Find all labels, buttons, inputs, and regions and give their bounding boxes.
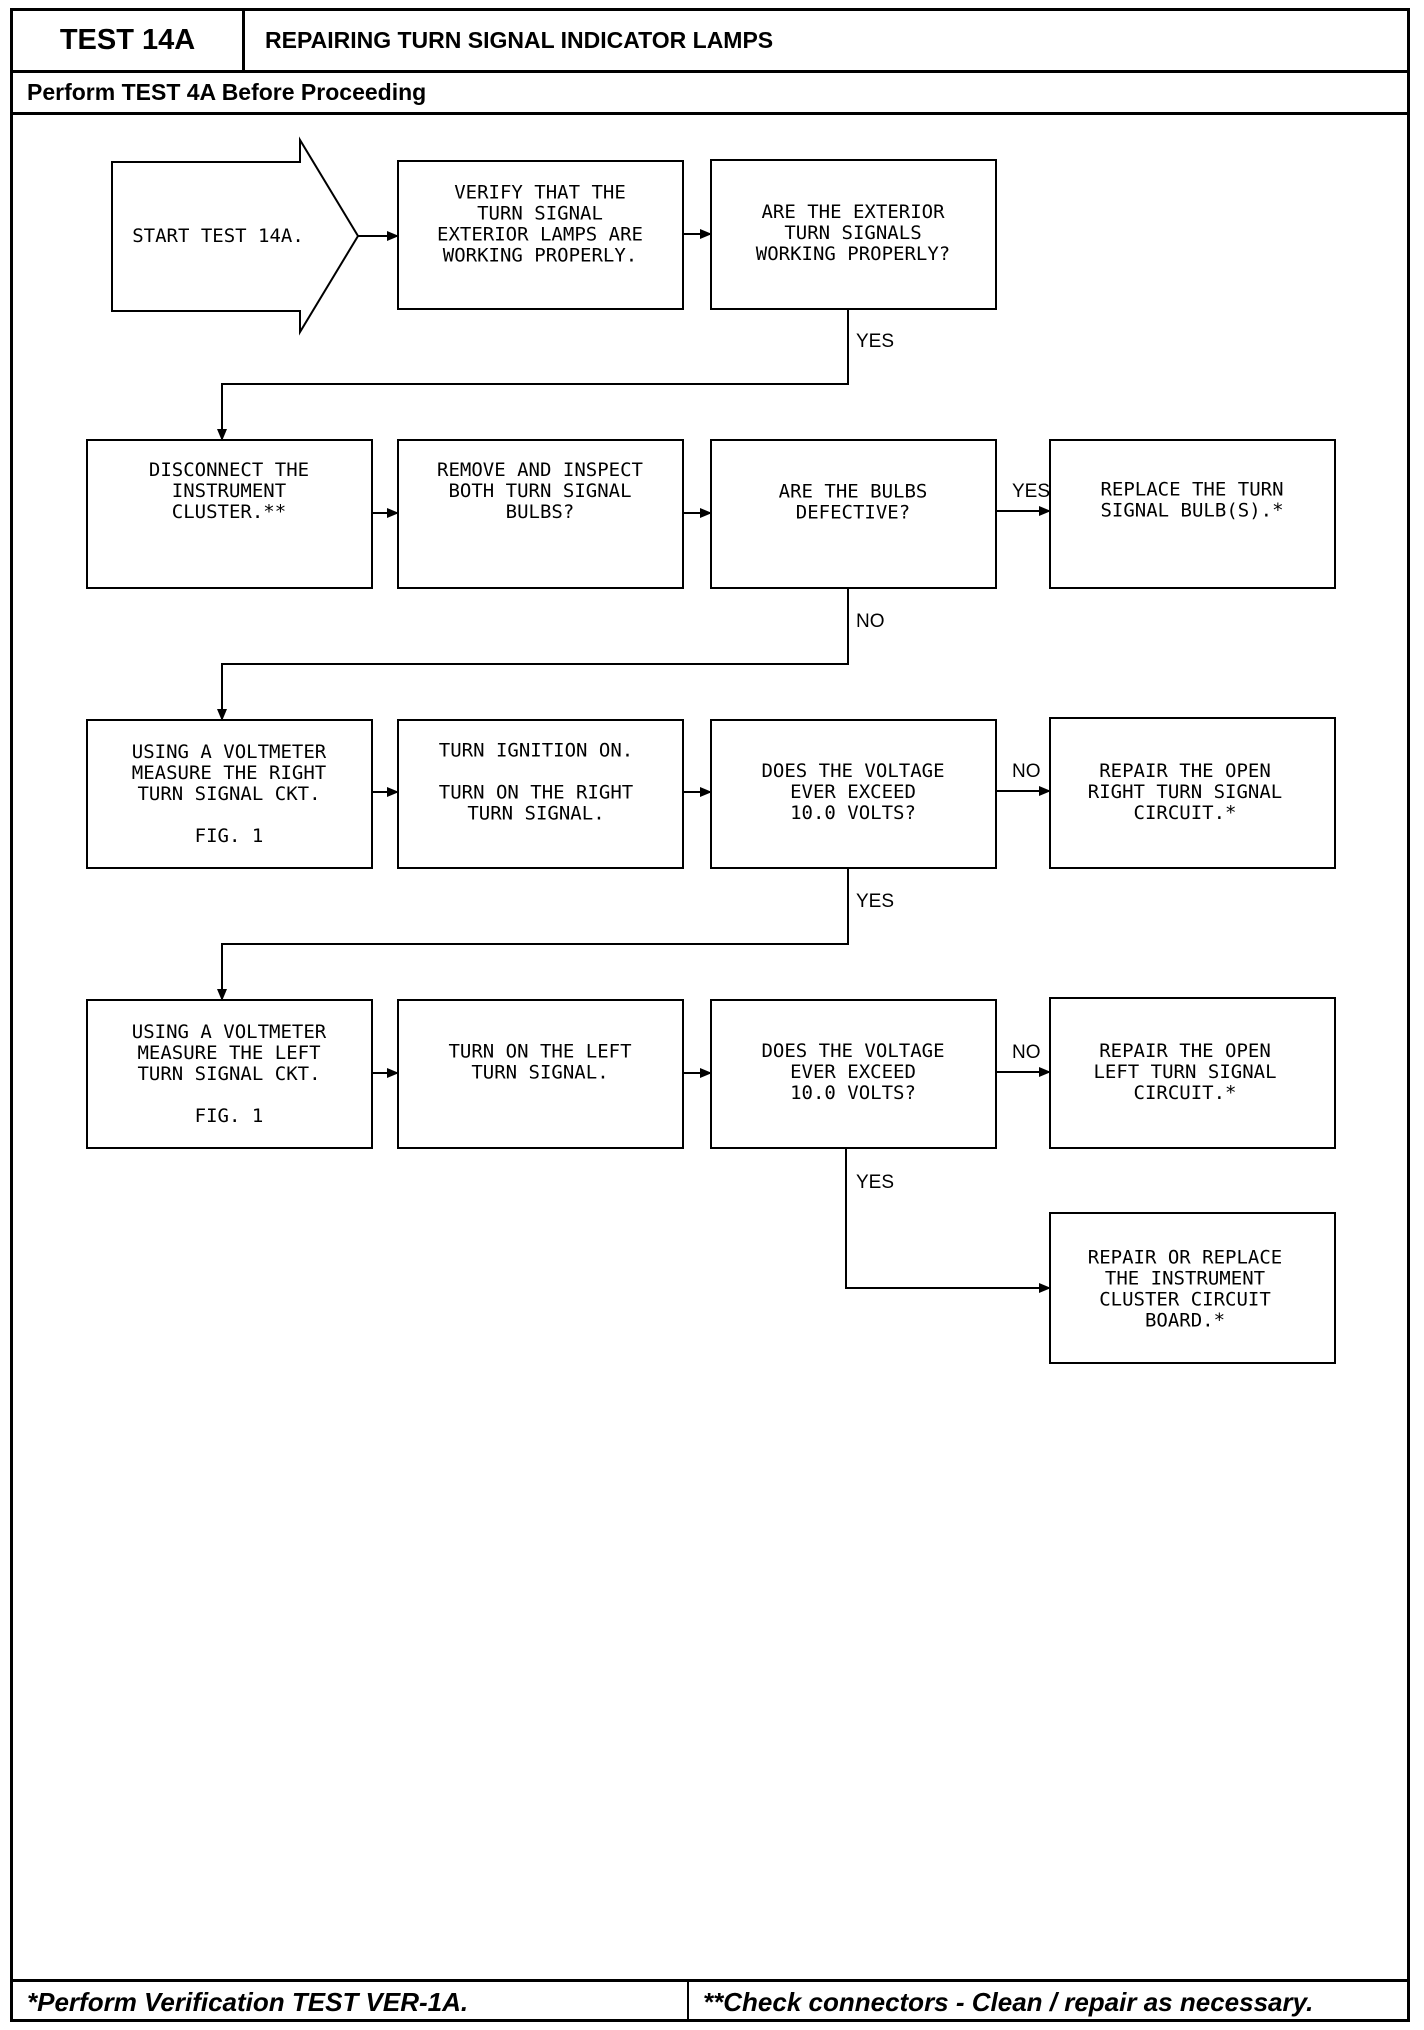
- box-text-line: REPAIR THE OPEN: [1099, 1040, 1271, 1062]
- box-measure-right: [86, 719, 373, 869]
- box-text-line: BOARD.*: [1145, 1310, 1225, 1332]
- prerequisite-row: Perform TEST 4A Before Proceeding: [13, 73, 1407, 115]
- start-shape: [111, 136, 360, 336]
- edge-ask-voltage-right-yes: [217, 868, 849, 1001]
- box-text-line: DOES THE VOLTAGE: [761, 760, 944, 782]
- box-text-line: INSTRUMENT: [172, 480, 286, 502]
- box-text-line: USING A VOLTMETER: [132, 741, 327, 763]
- box-text-line: EVER EXCEED: [790, 781, 916, 803]
- page-title: REPAIRING TURN SIGNAL INDICATOR LAMPS: [265, 27, 774, 53]
- box-text-line: TURN SIGNAL.: [471, 1062, 608, 1084]
- start-text: START TEST 14A.: [132, 225, 304, 247]
- footer-note-connectors: **Check connectors - Clean / repair as n…: [703, 1986, 1314, 2017]
- page-frame: TEST 14A REPAIRING TURN SIGNAL INDICATOR…: [10, 8, 1410, 2022]
- box-text-line: RIGHT TURN SIGNAL: [1088, 781, 1282, 803]
- footer-row: *Perform Verification TEST VER-1A. **Che…: [13, 1979, 1407, 2022]
- label-yes-voltage-left: YES: [856, 1172, 894, 1193]
- label-yes-voltage-right: YES: [856, 891, 894, 912]
- box-text-line: EXTERIOR LAMPS ARE: [437, 224, 643, 246]
- box-text-line: CIRCUIT.*: [1134, 1082, 1237, 1104]
- box-text-line: TURN SIGNALS: [784, 222, 921, 244]
- box-text-line: CLUSTER CIRCUIT: [1099, 1289, 1271, 1311]
- box-text-line: ARE THE EXTERIOR: [761, 201, 945, 223]
- label-no-bulbs: NO: [856, 611, 885, 632]
- prerequisite-note: Perform TEST 4A Before Proceeding: [27, 79, 427, 105]
- box-text-line: WORKING PROPERLY?: [756, 243, 950, 265]
- box-text-line: CLUSTER.**: [172, 501, 286, 523]
- box-text-line: TURN ON THE LEFT: [448, 1041, 631, 1063]
- box-text-line: MEASURE THE LEFT: [137, 1042, 320, 1064]
- box-text-line: SIGNAL BULB(S).*: [1100, 500, 1283, 522]
- box-text-line: TURN IGNITION ON.: [439, 740, 633, 762]
- label-no-voltage-right: NO: [1012, 761, 1041, 782]
- label-no-voltage-left: NO: [1012, 1042, 1041, 1063]
- box-text-line: 10.0 VOLTS?: [790, 1082, 916, 1104]
- box-text-line: REMOVE AND INSPECT: [437, 459, 643, 481]
- box-text-line: DOES THE VOLTAGE: [761, 1040, 944, 1062]
- box-text-line: BOTH TURN SIGNAL: [448, 480, 631, 502]
- box-text-line: ARE THE BULBS: [779, 481, 928, 503]
- box-text-line: TURN SIGNAL CKT.: [137, 783, 320, 805]
- box-text-line: VERIFY THAT THE: [454, 182, 626, 204]
- box-text-line: DISCONNECT THE: [149, 459, 309, 481]
- box-text-line: BULBS?: [506, 501, 575, 523]
- edge-ask-voltage-left-yes: [845, 1148, 1051, 1293]
- box-text-line: REPLACE THE TURN: [1100, 479, 1283, 501]
- box-text-line: CIRCUIT.*: [1134, 802, 1237, 824]
- box-text-line: USING A VOLTMETER: [132, 1021, 327, 1043]
- box-text-line: TURN SIGNAL CKT.: [137, 1063, 320, 1085]
- box-text-line: EVER EXCEED: [790, 1061, 916, 1083]
- box-text-line: START TEST 14A.: [132, 225, 304, 247]
- box-text-line: TURN ON THE RIGHT: [439, 782, 633, 804]
- box-text-line: WORKING PROPERLY.: [443, 245, 637, 267]
- box-text-line: MEASURE THE RIGHT: [132, 762, 326, 784]
- label-yes-bulbs: YES: [1012, 481, 1050, 502]
- box-text-line: DEFECTIVE?: [796, 502, 910, 524]
- edge-ask-exterior-yes: [217, 309, 849, 441]
- box-text-line: THE INSTRUMENT: [1105, 1268, 1265, 1290]
- label-yes-exterior: YES: [856, 331, 894, 352]
- box-text-line: TURN SIGNAL.: [467, 803, 604, 825]
- box-text-line: LEFT TURN SIGNAL: [1093, 1061, 1276, 1083]
- box-text-line: FIG. 1: [195, 1105, 264, 1127]
- box-text-line: REPAIR OR REPLACE: [1088, 1247, 1282, 1269]
- box-text-line: 10.0 VOLTS?: [790, 802, 916, 824]
- box-text-line: TURN SIGNAL: [477, 203, 603, 225]
- box-text-line: FIG. 1: [195, 825, 264, 847]
- footer-note-verification: *Perform Verification TEST VER-1A.: [13, 1982, 689, 2022]
- box-text-line: REPAIR THE OPEN: [1099, 760, 1271, 782]
- test-id: TEST 14A: [13, 11, 245, 70]
- edge-ask-bulbs-no: [217, 588, 849, 721]
- header-row: TEST 14A REPAIRING TURN SIGNAL INDICATOR…: [13, 11, 1407, 73]
